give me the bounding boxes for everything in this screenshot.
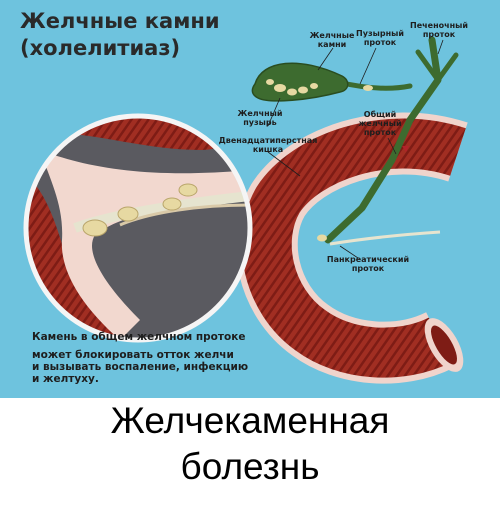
label-gallbladder-stones: Желчные камни <box>309 31 355 49</box>
title-line-2: (холелитиаз) <box>20 36 181 60</box>
label-duodenum: Двенадцатиперстная кишка <box>218 136 318 154</box>
label-hepatic-duct: Печеночный проток <box>410 21 468 39</box>
label-common-bile-duct: Общий желчный проток <box>358 110 402 137</box>
diagram-title: Желчные камни (холелитиаз) <box>20 8 220 62</box>
illustration-panel: Желчные камни (холелитиаз) Желчные камни… <box>0 0 500 398</box>
leader-lines <box>267 39 444 259</box>
label-cystic-duct: Пузырный проток <box>356 29 404 47</box>
title-line-1: Желчные камни <box>20 9 220 33</box>
bottom-title-line-1: Желчекаменная <box>110 400 390 441</box>
anatomy-diagram <box>23 36 468 384</box>
duodenum-illustration <box>235 112 468 384</box>
caption-body: может блокировать отток желчи и вызывать… <box>32 349 249 385</box>
bottom-title-line-2: болезнь <box>180 446 320 487</box>
label-gallbladder: Желчный пузырь <box>237 109 283 127</box>
bile-ducts <box>317 36 459 246</box>
caption-heading: Камень в общем желчном протоке <box>32 331 246 343</box>
label-pancreatic-duct: Панкреатический проток <box>326 255 410 273</box>
gallbladder-illustration <box>251 62 349 102</box>
magnified-view <box>23 113 253 343</box>
